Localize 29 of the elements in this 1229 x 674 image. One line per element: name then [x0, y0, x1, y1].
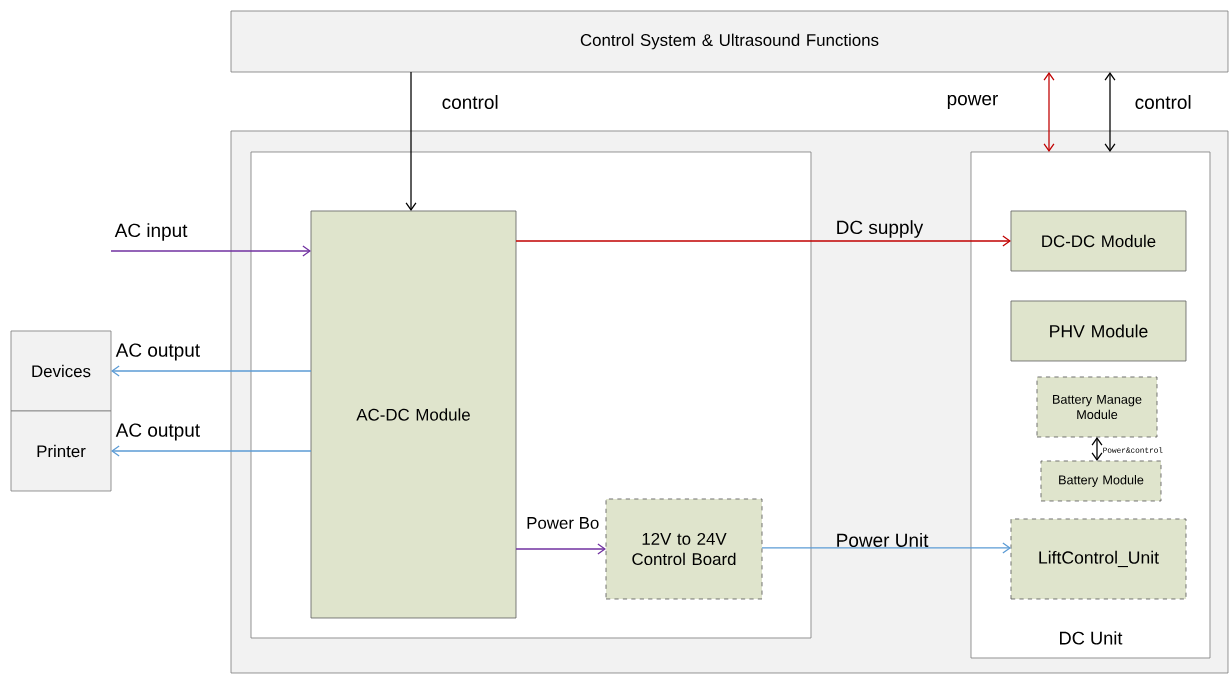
device-box: Devices — [10, 330, 112, 412]
edge-label: power — [947, 94, 998, 110]
arrow — [110, 245, 311, 257]
edge-label: DC supply — [837, 220, 924, 238]
edge-label: AC output — [115, 423, 200, 441]
module-box: PHV Module — [1010, 300, 1187, 362]
system-band: Control System & Ultrasound Functions — [230, 10, 1229, 73]
edge-label: control — [442, 95, 498, 109]
edge-label: Power Bo — [527, 517, 599, 529]
arrow — [1043, 72, 1055, 152]
device-box: Printer — [10, 410, 112, 492]
module-box: LiftControl_Unit — [1010, 518, 1187, 600]
arrow — [761, 542, 1011, 554]
arrow — [515, 235, 1011, 247]
edge-label: Power Unit — [837, 533, 929, 547]
arrow — [111, 445, 312, 457]
module-box: AC-DC Module — [310, 210, 517, 619]
module-box: Battery Module — [1040, 460, 1162, 502]
module-box: Battery Manage Module — [1036, 376, 1158, 438]
arrow — [515, 543, 606, 555]
arrow — [1104, 72, 1116, 152]
module-box: DC-DC Module — [1010, 210, 1187, 272]
edge-label: control — [1135, 95, 1191, 109]
board-box: 12V to 24V Control Board — [605, 498, 763, 600]
arrow — [111, 365, 312, 377]
arrow — [1091, 437, 1103, 461]
arrow — [405, 71, 417, 211]
edge-label: AC output — [115, 343, 200, 361]
edge-label: AC input — [114, 223, 188, 241]
